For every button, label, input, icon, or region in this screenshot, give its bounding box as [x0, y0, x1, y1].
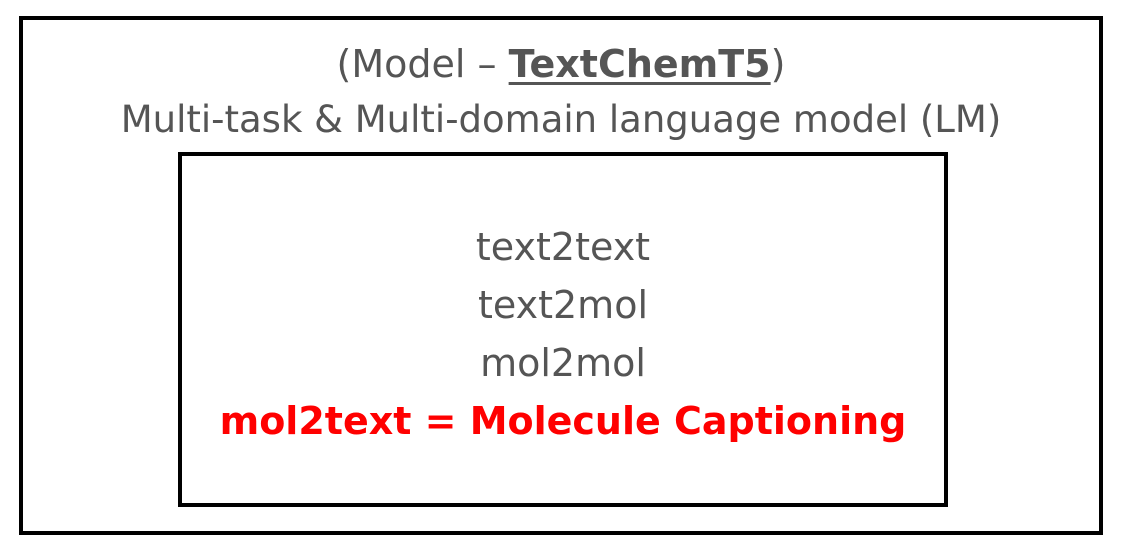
- task-text2mol: text2mol: [478, 283, 648, 327]
- model-name: TextChemT5: [508, 42, 771, 86]
- model-outer-box: (Model – TextChemT5) Multi-task & Multi-…: [19, 16, 1103, 535]
- task-box: text2text text2mol mol2mol mol2text = Mo…: [178, 152, 948, 507]
- model-suffix: ): [770, 42, 786, 86]
- model-prefix: (Model –: [336, 42, 509, 86]
- model-header: (Model – TextChemT5) Multi-task & Multi-…: [23, 36, 1099, 148]
- task-text2text: text2text: [475, 225, 651, 269]
- task-mol2text-highlighted: mol2text = Molecule Captioning: [219, 399, 907, 443]
- model-title: (Model – TextChemT5): [23, 36, 1099, 92]
- model-subtitle: Multi-task & Multi-domain language model…: [120, 98, 1002, 141]
- task-list: text2text text2mol mol2mol mol2text = Mo…: [182, 218, 944, 450]
- task-mol2mol: mol2mol: [480, 341, 646, 385]
